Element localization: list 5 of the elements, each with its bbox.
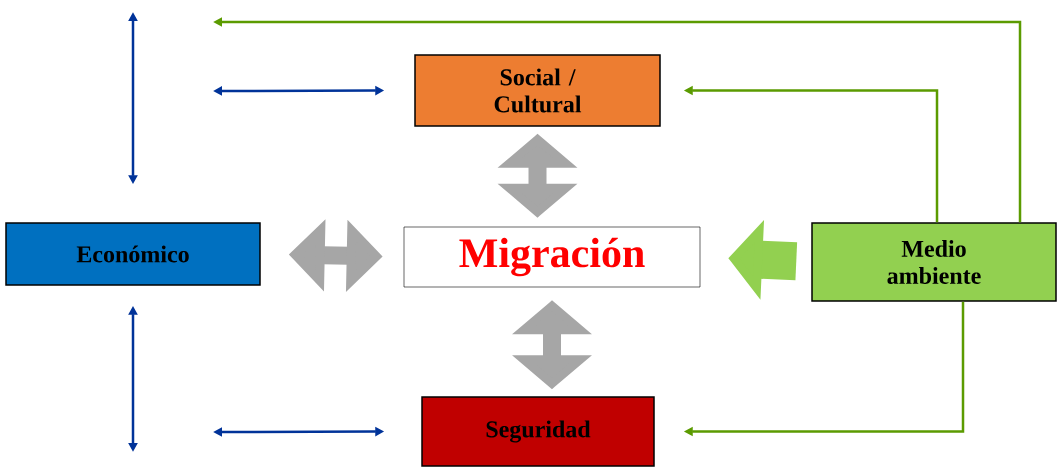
category-box: Económico (5, 222, 261, 286)
category-box: Medio ambiente (811, 222, 1057, 302)
central-box: Migración (403, 226, 701, 288)
category-box: Social / Cultural (414, 54, 661, 127)
category-box: Seguridad (421, 396, 655, 467)
